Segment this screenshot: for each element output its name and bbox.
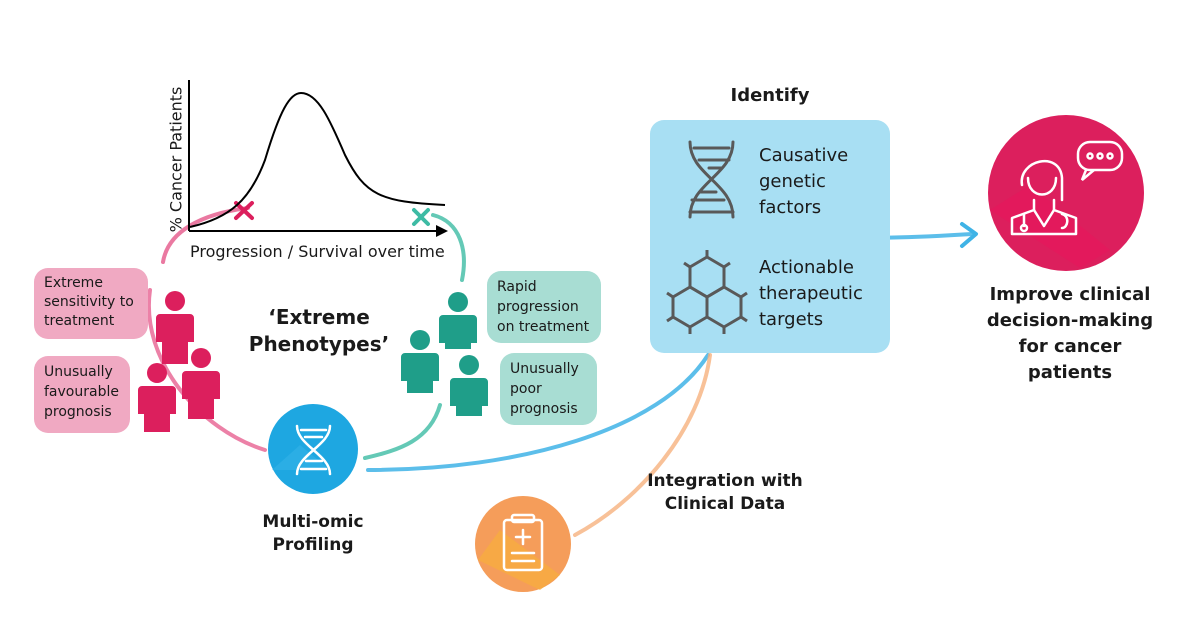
pink-cross-marker xyxy=(234,201,254,220)
teal-connector-arc-lower xyxy=(363,403,442,460)
person-icon xyxy=(439,292,477,349)
pink-box-favourable: Unusually favourable prognosis xyxy=(34,356,130,433)
distribution-curve xyxy=(189,91,446,228)
dna-icon xyxy=(688,140,735,219)
person-icon xyxy=(156,291,194,364)
extreme-phenotypes-title: ‘Extreme Phenotypes’ xyxy=(248,305,390,356)
pink-box-sensitivity: Extreme sensitivity to treatment xyxy=(34,268,148,339)
x-axis-arrow-icon xyxy=(436,225,448,237)
identify-item-targets: Actionable therapeutic targets xyxy=(759,257,863,330)
teal-box-rapid-progression: Rapid progression on treatment xyxy=(487,271,601,343)
orange-connector-arc xyxy=(573,353,712,537)
person-icon xyxy=(182,348,220,419)
outcome-label: Improve clinical decision-making for can… xyxy=(986,284,1154,383)
identify-item-genetic: Causative genetic factors xyxy=(759,145,849,218)
arrow-head-icon xyxy=(960,222,978,248)
pink-connector-arc-lower xyxy=(146,288,267,452)
person-icon xyxy=(401,330,439,393)
integration-label: Integration with Clinical Data xyxy=(647,471,803,514)
identify-title: Identify xyxy=(730,85,810,106)
person-icon xyxy=(138,363,176,432)
chart-x-label: Progression / Survival over time xyxy=(190,242,445,261)
molecule-icon xyxy=(666,250,748,334)
doctor-icon xyxy=(1010,159,1078,236)
dna-icon xyxy=(295,424,332,476)
clipboard-icon xyxy=(502,513,544,572)
teal-cross-marker xyxy=(412,208,430,226)
multiomic-label: Multi-omic Profiling xyxy=(262,512,364,555)
speech-bubble-icon xyxy=(1076,140,1124,181)
identify-box xyxy=(650,120,890,353)
person-icon xyxy=(450,355,488,416)
teal-box-poor-prognosis: Unusually poor prognosis xyxy=(500,353,597,425)
teal-connector-arc xyxy=(431,213,466,282)
blue-connector-arc xyxy=(366,353,710,472)
